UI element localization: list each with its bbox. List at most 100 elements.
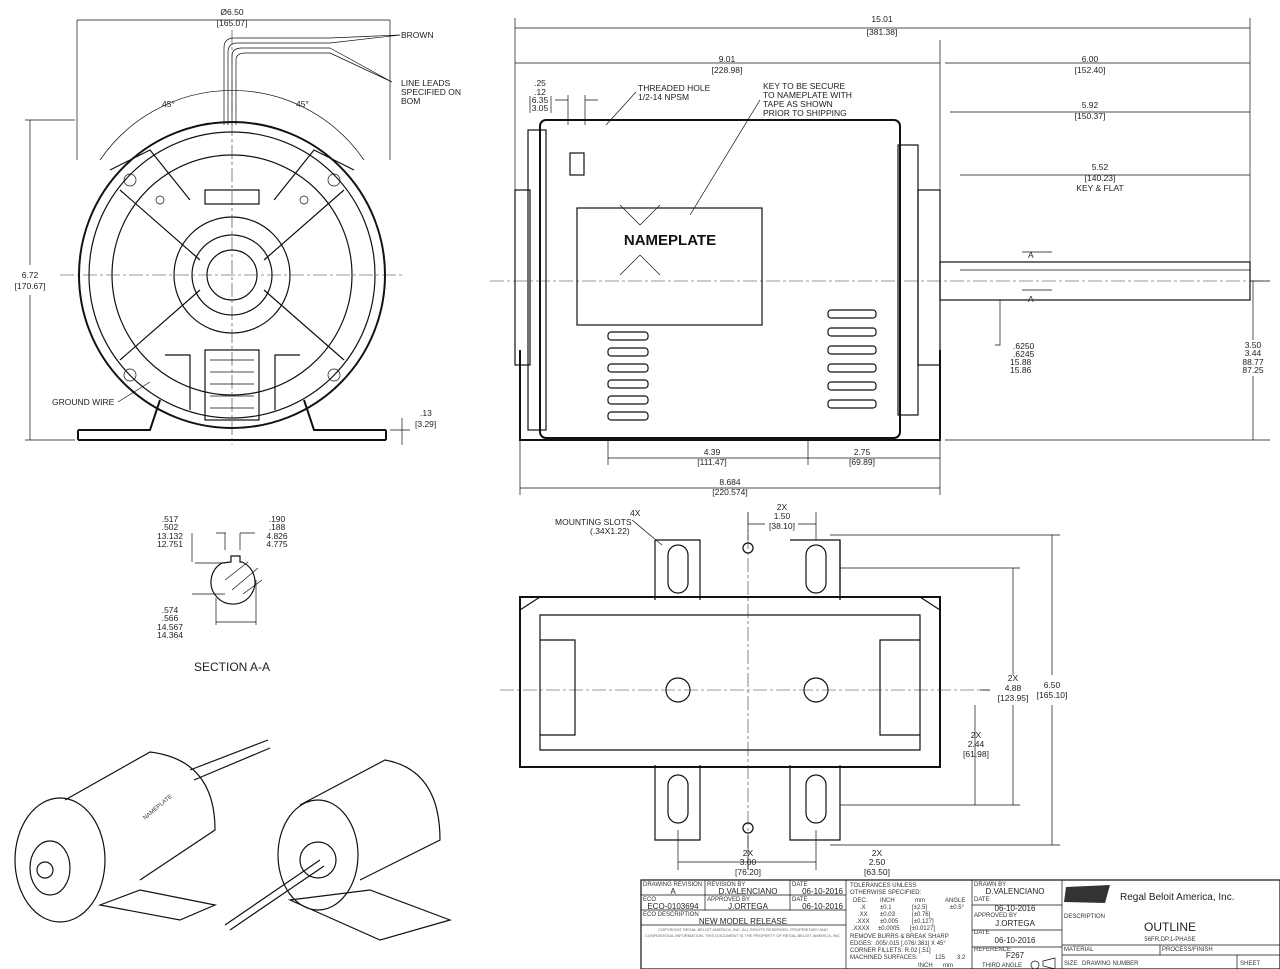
finish-inch-label: INCH [918,963,933,969]
shaft-dia-max: .6250 [1013,341,1035,351]
material-label: MATERIAL [1064,947,1094,953]
finish-mm: 3.2 [957,955,966,961]
tol-cell: .XXXX [852,926,870,932]
right-dim-count: 2X [872,848,883,858]
company-logo [1064,885,1110,903]
reference-label: REFERENCE [974,947,1011,953]
approved2-date-label: DATE [974,930,990,936]
base-right: 2.75 [854,447,871,457]
section-mark-bottom: A [1028,294,1034,304]
foot-dim-mm: [3.29] [415,419,436,429]
section-a-a: .517 .502 13.132 12.751 .190 .188 4.826 … [157,514,288,674]
front-height-mm: [170.67] [15,281,46,291]
right-dim-mm: [63.50] [864,867,890,877]
section-title: SECTION A-A [194,660,270,674]
tol-cell: ±0.5° [950,905,965,911]
reference: F267 [1006,951,1025,960]
dim-c-mm: [150.37] [1075,111,1106,121]
angle-left: 45° [162,99,175,109]
bottom-view: 4X MOUNTING SLOTS (.34X1.22) 2X 1.50 [38… [500,502,1067,877]
sec-d1-min: .502 [162,522,179,532]
slots-label: MOUNTING SLOTS [555,517,632,527]
base-overall: 8.684 [719,477,741,487]
height-dim: 6.50 [1044,680,1061,690]
approved-by-label: APPROVED BY [707,897,750,903]
thread-bot: .12 [534,87,546,97]
ground-wire-label: GROUND WIRE [52,397,115,407]
front-view: Ø6.50 [165.07] BROWN LINE LEADS SPECIFIE… [15,7,461,445]
eco-number: ECO-0103694 [647,902,699,911]
key-note-3: TAPE AS SHOWN [763,99,833,109]
drawing-revision: A [670,887,676,896]
front-diameter: Ø6.50 [220,7,243,17]
tol-cell: ±0.005 [880,919,899,925]
tol-cell: ±0.1 [880,905,892,911]
base-left: 4.39 [704,447,721,457]
approved2: J.ORTEGA [995,919,1036,928]
thread-top: .25 [534,78,546,88]
key-note-4: PRIOR TO SHIPPING [763,108,847,118]
sec-key-min-mm: 4.775 [266,539,288,549]
approved-date: 06-10-2016 [802,902,843,911]
left-dim: 3.00 [740,857,757,867]
description-label: DESCRIPTION [1064,914,1105,920]
span-dim-count: 2X [1008,673,1019,683]
side-view: 15.01 [381.38] 9.01 [228.98] 6.00 [152.4… [490,14,1270,497]
overall-length: 15.01 [871,14,893,24]
span-dim-mm: [123.95] [998,693,1029,703]
tol-cell: [±0.76] [912,912,931,918]
eco-description-label: ECO DESCRIPTION [643,912,699,918]
brown-label: BROWN [401,30,434,40]
fillets-note: CORNER FILLETS: R.02 [.51] [850,948,931,954]
front-diameter-mm: [165.07] [217,18,248,28]
shaft-dia-max-mm: 15.88 [1010,357,1032,367]
company-name: Regal Beloit America, Inc. [1120,892,1235,903]
sec-key-max-mm: 4.826 [266,531,288,541]
size-label: SIZE [1064,961,1077,967]
shaft-dia-min-mm: 15.86 [1010,365,1032,375]
half-dim-count: 2X [971,730,982,740]
shaft-dia-min: .6245 [1013,349,1035,359]
base-right-mm: [69.89] [849,457,875,467]
approved-by: J.ORTEGA [728,902,769,911]
base-overall-mm: [220.574] [712,487,747,497]
vent-slots-left [607,331,649,421]
tol-cell: [±0.0127] [910,926,935,932]
tol-cell: [±2.5] [912,905,927,911]
subdescription: 56FR,DP,1-PHASE [1144,937,1195,943]
drawn-by: D.VALENCIANO [986,887,1045,896]
machined-note: MACHINED SURFACES: [850,955,918,961]
approved2-date: 06-10-2016 [995,936,1036,945]
top-dim-mm: [38.10] [769,521,795,531]
iso-nameplate: NAMEPLATE [142,794,173,822]
threaded-hole-1: THREADED HOLE [638,83,711,93]
tol-header-angle: ANGLE [945,898,965,904]
tol-cell: ±0.03 [880,912,896,918]
slots-size: (.34X1.22) [590,526,630,536]
sec-d2-min-mm: 14.364 [157,630,183,640]
line-leads-3: BOM [401,96,420,106]
tolerance-table: .X ±0.1 [±2.5] ±0.5° .XX ±0.03 [±0.76] .… [852,905,965,932]
foot-dim: .13 [420,408,432,418]
tolerances-title-2: OTHERWISE SPECIFIED: [850,890,922,896]
left-dim-count: 2X [743,848,754,858]
slots-count: 4X [630,508,641,518]
eco-label: ECO [643,897,656,903]
dim-c: 5.92 [1082,100,1099,110]
dim-a: 9.01 [719,54,736,64]
projection-symbol-icon [1030,957,1056,969]
tol-cell: [±0.127] [912,919,934,925]
sheet-label: SHEET [1240,961,1260,967]
angle-right: 45° [296,99,309,109]
process-label: PROCESS/FINISH [1162,947,1213,953]
vent-slots-right [827,309,877,409]
drawing-number-label: DRAWING NUMBER [1082,961,1139,967]
dim-d-mm: [140.23] [1085,173,1116,183]
dim-a-mm: [228.98] [712,65,743,75]
center-min: 3.44 [1245,348,1262,358]
key-note-1: KEY TO BE SECURE [763,81,846,91]
eco-description: NEW MODEL RELEASE [699,917,787,926]
tol-cell: .XXX [856,919,870,925]
nameplate-label: NAMEPLATE [624,232,716,249]
